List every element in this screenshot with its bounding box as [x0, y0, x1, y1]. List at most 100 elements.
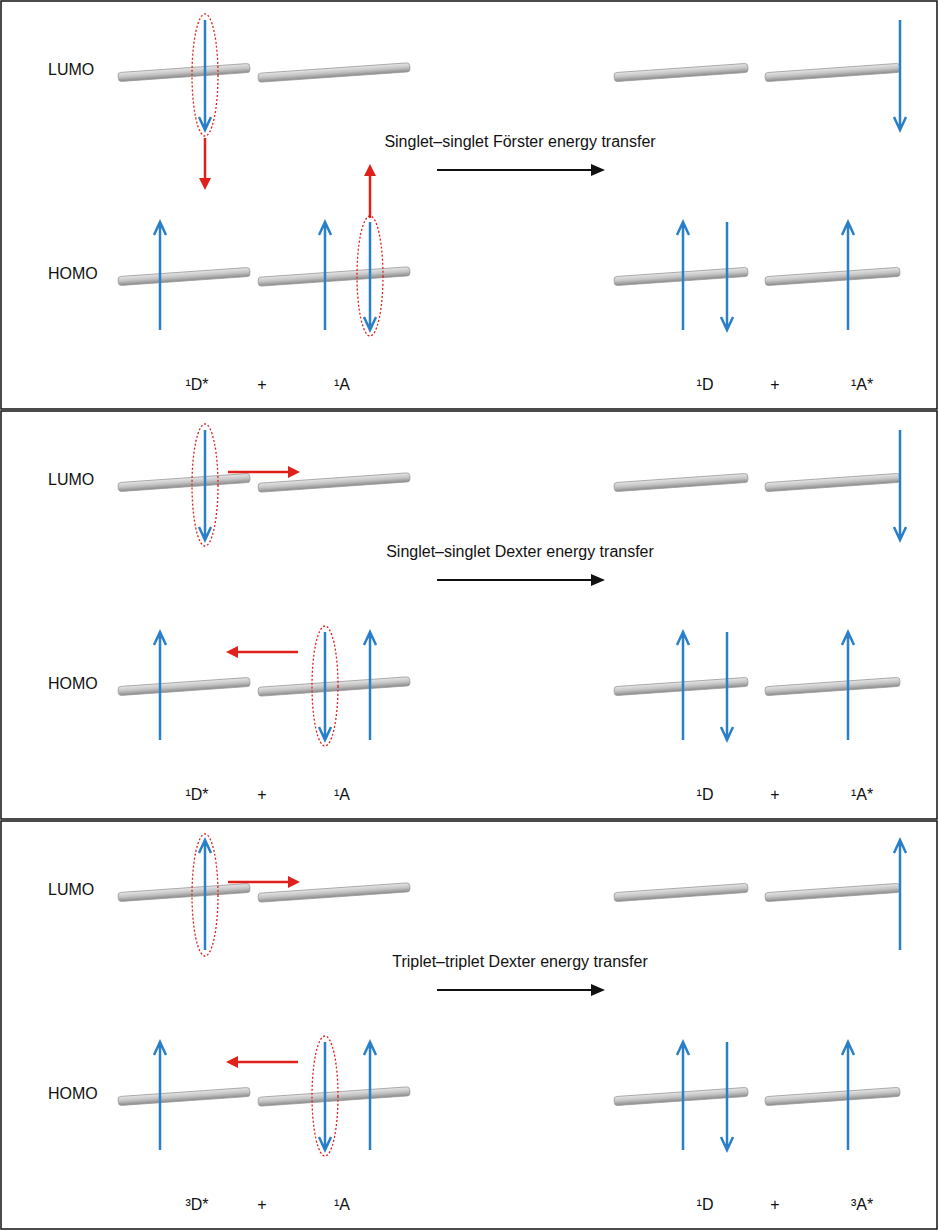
orbital-plate	[765, 63, 900, 81]
orbital-label: LUMO	[48, 60, 94, 80]
state-label: ¹D	[697, 375, 714, 395]
transfer-arrow	[204, 138, 207, 178]
orbital-plate	[765, 677, 900, 695]
plus-sign: +	[257, 1195, 266, 1215]
spin-arrow	[677, 632, 689, 740]
transfer-arrow-head	[226, 646, 238, 658]
panel-border	[1, 411, 937, 819]
spin-arrow	[154, 632, 166, 740]
transfer-arrow	[228, 471, 288, 474]
state-label: ¹D	[697, 785, 714, 805]
reaction-arrow-head	[591, 574, 605, 586]
panel-border	[1, 821, 937, 1229]
spin-arrow	[154, 222, 166, 330]
plus-sign: +	[770, 785, 779, 805]
orbital-plate	[614, 63, 748, 81]
spin-arrow	[677, 222, 689, 330]
orbital-plate	[614, 473, 748, 491]
plus-sign: +	[257, 785, 266, 805]
state-label: ¹A	[334, 375, 350, 395]
spin-arrow	[364, 222, 376, 330]
spin-arrow	[894, 840, 906, 950]
orbital-plate	[118, 677, 250, 695]
transfer-arrow-head	[199, 178, 211, 190]
orbital-label: LUMO	[48, 880, 94, 900]
orbital-label: LUMO	[48, 470, 94, 490]
transfer-arrow	[228, 881, 288, 884]
orbital-plate	[765, 473, 900, 491]
spin-arrow	[319, 222, 331, 330]
spin-arrow	[721, 632, 733, 740]
orbital-plate	[765, 267, 900, 285]
spin-arrow	[894, 20, 906, 130]
state-label: ¹D	[697, 1195, 714, 1215]
spin-arrow	[199, 430, 211, 540]
spin-arrow	[842, 222, 854, 330]
orbital-plate	[614, 883, 748, 901]
orbital-plate	[765, 1087, 900, 1105]
orbital-plate	[118, 63, 250, 81]
orbital-plate	[118, 883, 250, 901]
state-label: ¹A*	[851, 785, 873, 805]
plus-sign: +	[770, 1195, 779, 1215]
spin-arrow	[364, 632, 376, 740]
transfer-arrow-head	[226, 1056, 238, 1068]
state-label: ¹D*	[185, 785, 208, 805]
transfer-arrow-head	[288, 466, 300, 478]
transfer-arrow-head	[364, 164, 376, 176]
process-title: Singlet–singlet Dexter energy transfer	[386, 542, 654, 562]
spin-arrow	[721, 222, 733, 330]
state-label: ³D*	[185, 1195, 208, 1215]
orbital-label: HOMO	[48, 1084, 98, 1104]
orbital-plate	[765, 883, 900, 901]
orbital-plate	[258, 63, 410, 83]
process-title: Triplet–triplet Dexter energy transfer	[392, 952, 648, 972]
spin-arrow	[319, 632, 331, 740]
spin-arrow	[842, 632, 854, 740]
spin-arrow	[199, 20, 211, 130]
reaction-arrow	[437, 989, 592, 991]
spin-arrow	[319, 1042, 331, 1150]
transfer-arrow	[238, 651, 298, 654]
orbital-label: HOMO	[48, 264, 98, 284]
orbital-plate	[258, 883, 410, 903]
state-label: ¹D*	[185, 375, 208, 395]
transfer-arrow	[238, 1061, 298, 1064]
spin-arrow	[842, 1042, 854, 1150]
reaction-arrow	[437, 579, 592, 581]
spin-arrow	[364, 1042, 376, 1150]
state-label: ³A*	[851, 1195, 873, 1215]
orbital-label: HOMO	[48, 674, 98, 694]
orbital-plate	[118, 267, 250, 285]
orbital-plate	[258, 677, 410, 697]
highlight-ellipse	[357, 216, 383, 336]
highlight-ellipse	[192, 14, 218, 136]
spin-arrow	[199, 840, 211, 950]
reaction-arrow-head	[591, 164, 605, 176]
orbital-plate	[258, 473, 410, 493]
spin-arrow	[894, 430, 906, 540]
spin-arrow	[721, 1042, 733, 1150]
reaction-arrow	[437, 169, 592, 171]
highlight-ellipse	[192, 834, 218, 956]
state-label: ¹A	[334, 785, 350, 805]
orbital-plate	[258, 267, 410, 287]
transfer-arrow	[369, 176, 372, 218]
orbital-plate	[258, 1087, 410, 1107]
process-title: Singlet–singlet Förster energy transfer	[384, 132, 655, 152]
highlight-ellipse	[312, 626, 338, 746]
orbital-plate	[118, 473, 250, 491]
spin-arrow	[677, 1042, 689, 1150]
plus-sign: +	[257, 375, 266, 395]
reaction-arrow-head	[591, 984, 605, 996]
spin-arrow	[154, 1042, 166, 1150]
transfer-arrow-head	[288, 876, 300, 888]
state-label: ¹A	[334, 1195, 350, 1215]
highlight-ellipse	[192, 424, 218, 546]
panel-border	[1, 1, 937, 409]
highlight-ellipse	[312, 1036, 338, 1156]
orbital-plate	[118, 1087, 250, 1105]
plus-sign: +	[770, 375, 779, 395]
state-label: ¹A*	[851, 375, 873, 395]
